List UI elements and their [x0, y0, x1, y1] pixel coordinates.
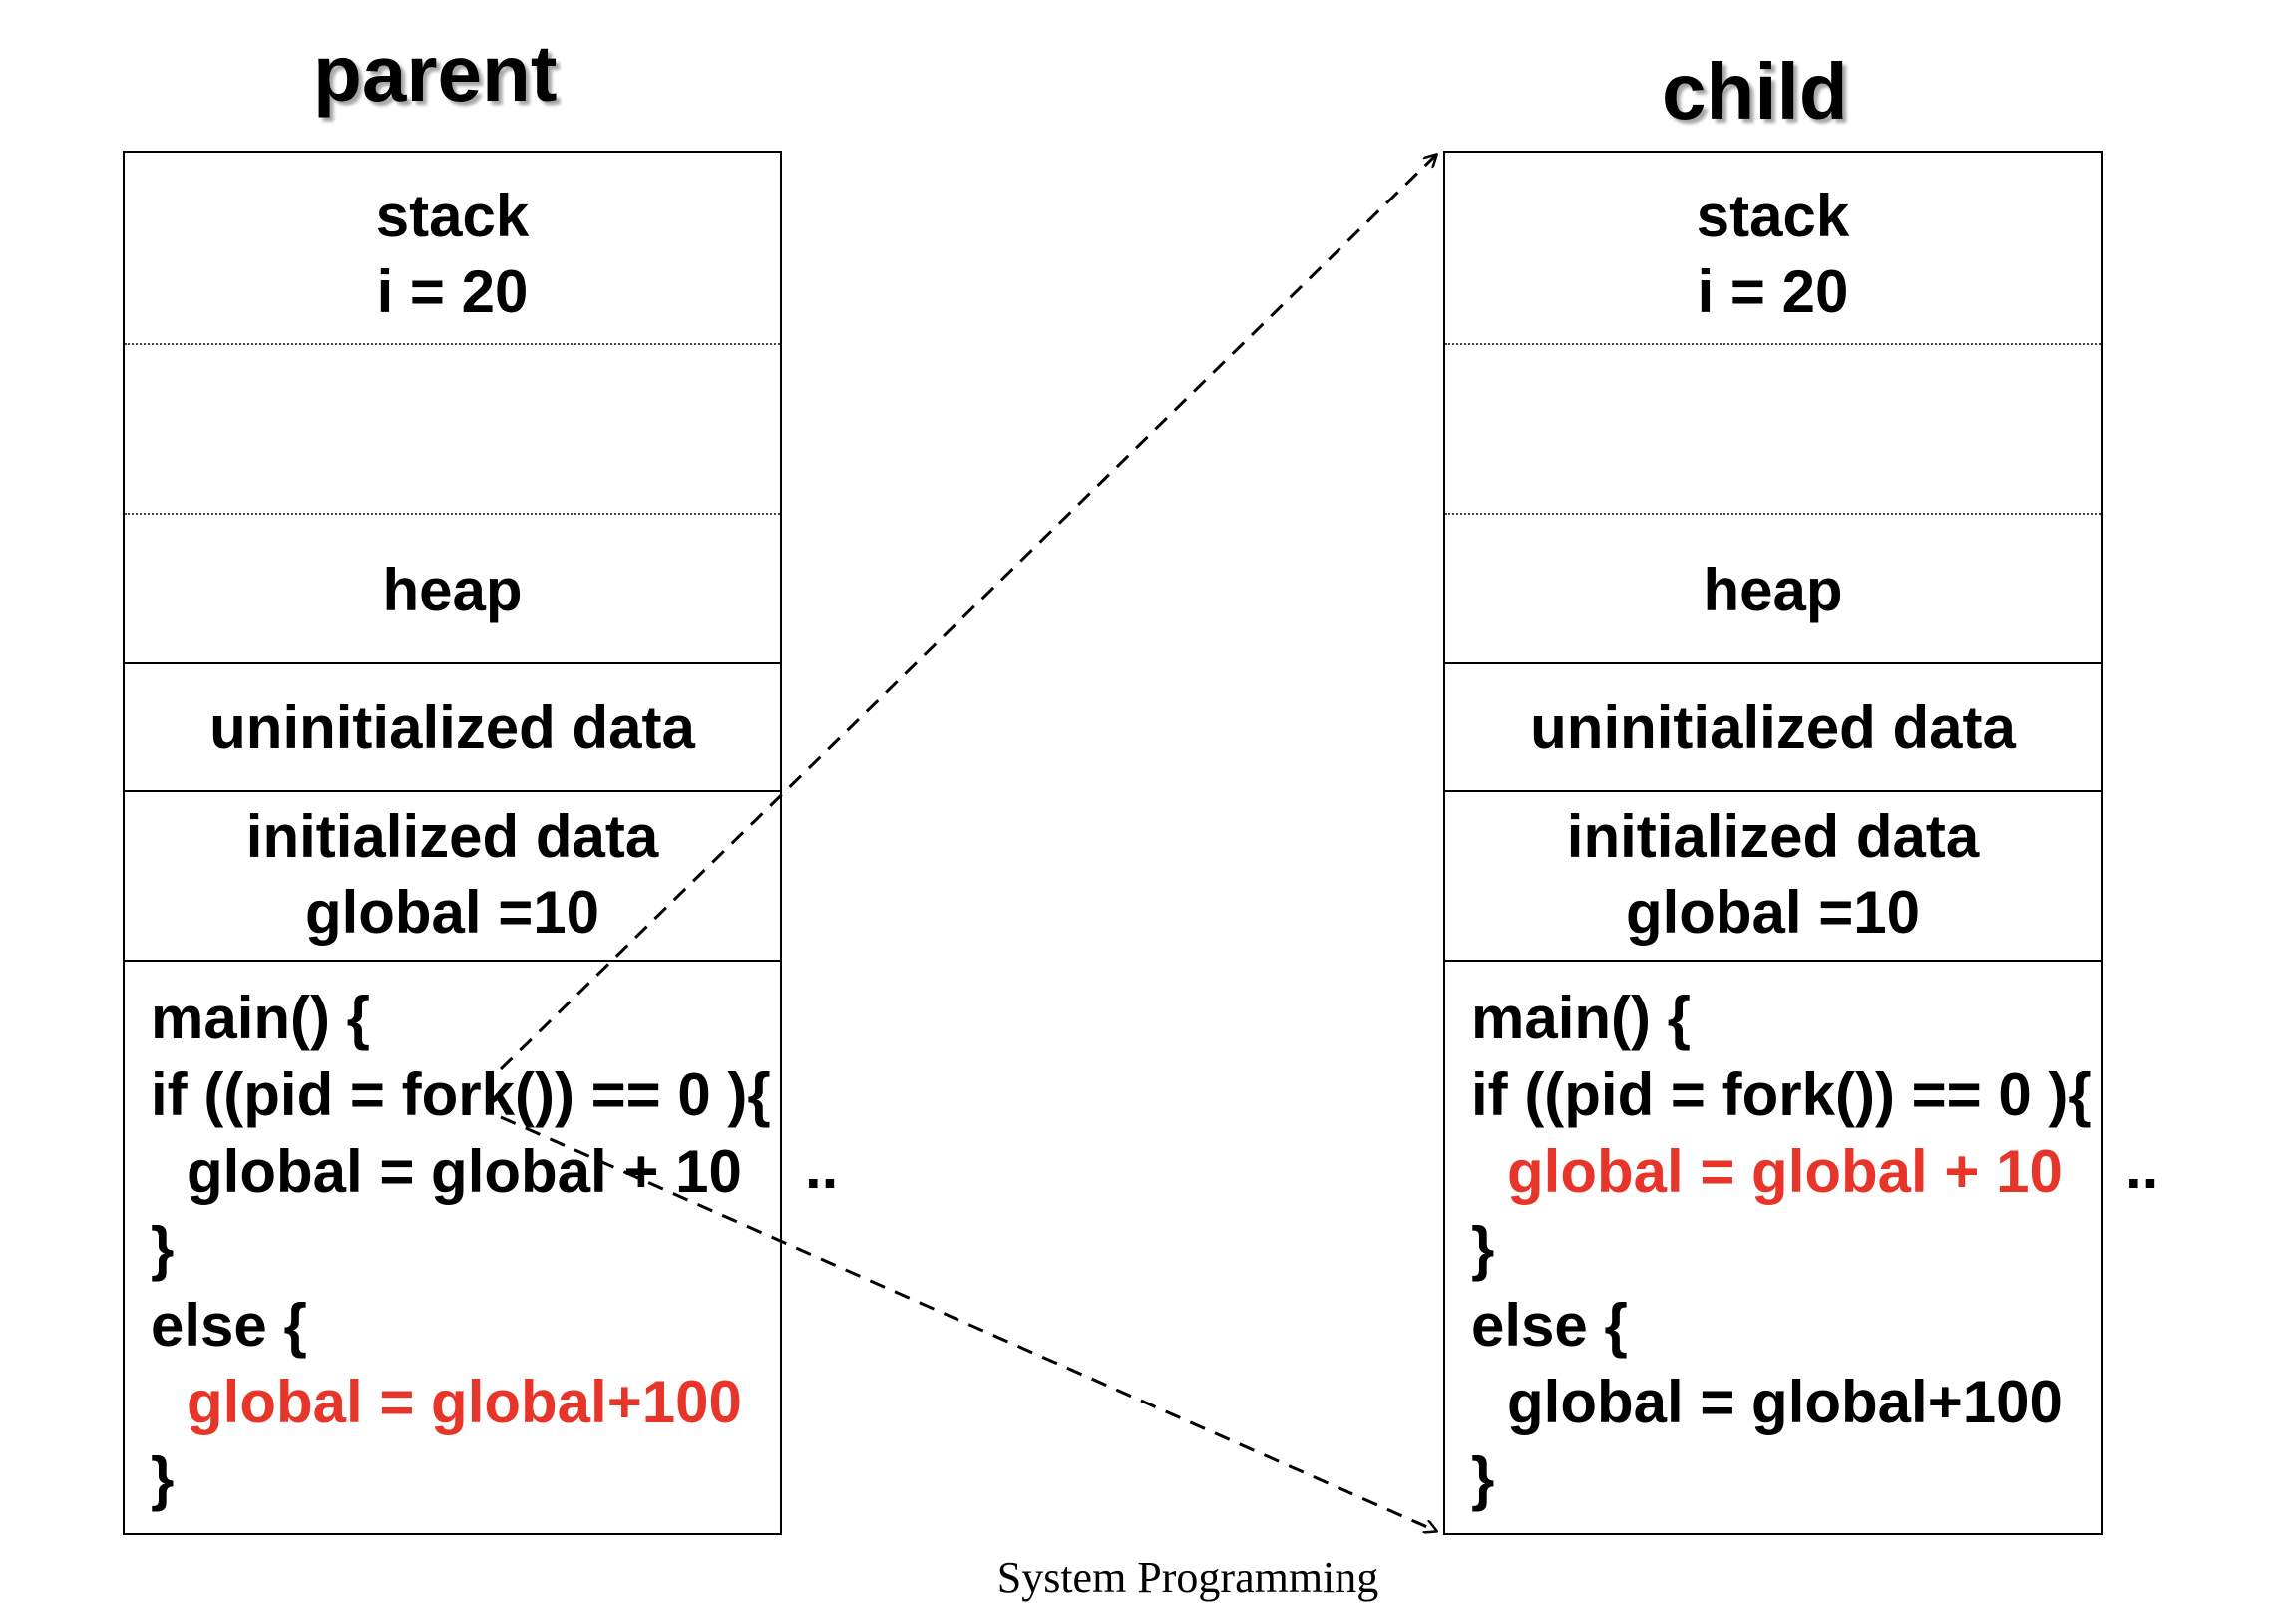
parent-branch-statement: global = global+100: [1507, 1369, 2063, 1435]
fork-arrows: [499, 0, 2296, 1570]
arrow-to-child-top: [499, 155, 1436, 1071]
ellipsis: ..: [2125, 1134, 2159, 1201]
code-line: }: [151, 1215, 175, 1282]
heap-label: heap: [1703, 557, 1843, 623]
parent-branch-statement: global = global+100: [187, 1369, 742, 1435]
heap-label: heap: [382, 557, 523, 623]
code-line: main() {: [151, 985, 371, 1051]
stack-label: stack: [375, 183, 530, 249]
code-line: global = global + 10: [151, 1133, 771, 1210]
child-text-segment: main() { if ((pid = fork()) == 0 ){ glob…: [1445, 962, 2158, 1533]
parent-memory-layout: stack i = 20 heap uninitialized data ini…: [123, 151, 838, 1535]
fork-condition: if ((pid = fork()) == 0 ): [1471, 1061, 2069, 1128]
parent-title: parent: [313, 29, 558, 118]
child-memory-layout: stack i = 20 heap uninitialized data ini…: [1443, 151, 2158, 1535]
initialized-label: initialized data: [245, 803, 659, 870]
initialized-value: global =10: [1625, 879, 1921, 946]
parent-uninitialized-segment: uninitialized data: [125, 664, 780, 792]
fork-condition: if ((pid = fork()) == 0 ): [151, 1061, 748, 1128]
parent-heap-segment: heap: [125, 515, 780, 664]
code-line: main() {: [1471, 985, 1692, 1051]
initialized-value: global =10: [304, 879, 600, 946]
uninitialized-label: uninitialized data: [209, 694, 695, 761]
footer-text: System Programming: [996, 1553, 1379, 1602]
parent-code: main() { if ((pid = fork()) == 0 ){ glob…: [151, 980, 771, 1517]
stack-label: stack: [1696, 183, 1850, 249]
child-branch-statement: global = global + 10: [1507, 1138, 2063, 1205]
child-free-space: [1445, 345, 2101, 515]
code-line: if ((pid = fork()) == 0 ){: [151, 1056, 771, 1133]
open-brace: {: [2068, 1061, 2092, 1128]
open-brace: {: [747, 1061, 771, 1128]
initialized-label: initialized data: [1566, 803, 1980, 870]
parent-initialized-segment: initialized data global =10: [125, 792, 780, 962]
child-title: child: [1662, 47, 1848, 136]
code-line: else {: [1471, 1292, 1628, 1359]
code-line: if ((pid = fork()) == 0 ){: [1471, 1056, 2092, 1133]
code-line: }: [1471, 1215, 1495, 1282]
parent-text-segment: main() { if ((pid = fork()) == 0 ){ glob…: [125, 962, 838, 1533]
code-line: else {: [151, 1292, 307, 1359]
ellipsis: ..: [805, 1134, 839, 1201]
code-line: }: [151, 1445, 175, 1512]
arrow-to-child-bottom: [500, 1115, 1436, 1531]
parent-free-space: [125, 345, 780, 515]
child-stack-segment: stack i = 20: [1445, 153, 2101, 345]
child-branch-statement: global = global + 10: [187, 1138, 742, 1205]
child-uninitialized-segment: uninitialized data: [1445, 664, 2101, 792]
child-code: main() { if ((pid = fork()) == 0 ){ glob…: [1471, 980, 2092, 1517]
uninitialized-label: uninitialized data: [1530, 694, 2016, 761]
stack-value: i = 20: [376, 258, 529, 325]
child-heap-segment: heap: [1445, 515, 2101, 664]
stack-value: i = 20: [1697, 258, 1849, 325]
code-line: }: [1471, 1445, 1495, 1512]
child-initialized-segment: initialized data global =10: [1445, 792, 2101, 962]
parent-stack-segment: stack i = 20: [125, 153, 780, 345]
